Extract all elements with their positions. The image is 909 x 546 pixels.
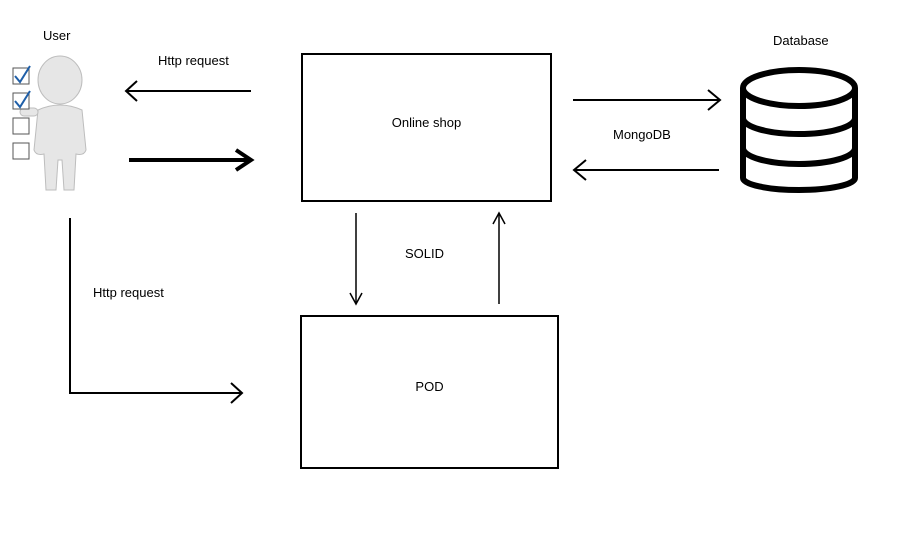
mongodb-label: MongoDB — [613, 127, 671, 142]
database-cylinder-icon — [740, 67, 858, 193]
arrow-shop-to-pod — [349, 213, 363, 306]
online-shop-box: Online shop — [301, 53, 552, 202]
arrow-user-to-shop — [129, 148, 255, 172]
online-shop-label: Online shop — [391, 115, 462, 130]
user-label: User — [43, 28, 71, 43]
http-request-top-label: Http request — [158, 53, 229, 68]
database-label: Database — [773, 33, 829, 48]
pod-box: POD — [300, 315, 559, 469]
arrow-database-to-shop — [572, 159, 719, 181]
pod-label: POD — [415, 379, 444, 394]
http-request-left-label: Http request — [93, 285, 164, 300]
checklist-icon — [12, 65, 31, 160]
solid-label: SOLID — [405, 246, 445, 261]
user-figure-icon — [19, 55, 87, 191]
arrow-shop-to-database — [573, 89, 722, 111]
arrow-user-to-pod — [69, 218, 244, 404]
arrow-pod-to-shop — [492, 211, 506, 304]
arrow-shop-to-user — [124, 80, 251, 102]
